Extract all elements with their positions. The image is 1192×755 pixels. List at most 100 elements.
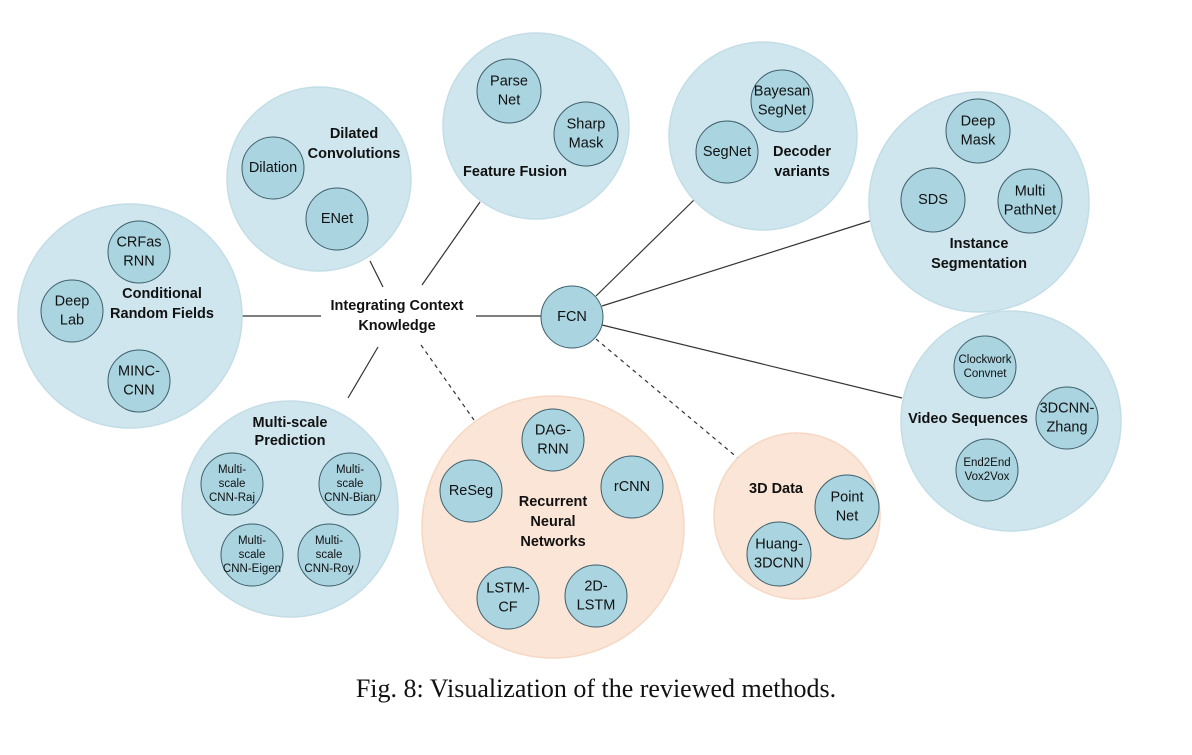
method-label-multiscale-1-line: CNN-Bian [324, 492, 376, 504]
method-node-crf-2 [107, 349, 171, 413]
method-node-video-0 [953, 335, 1017, 399]
group-circle-crf [17, 203, 243, 429]
group-label-multiscale-line: Multi-scale [253, 415, 328, 431]
group-label-multiscale-line: Prediction [255, 433, 326, 449]
line-ick-rnn [420, 344, 475, 421]
method-label-data3d-0-line: Point [830, 489, 863, 505]
method-label-video-2-line: End2End [963, 457, 1010, 469]
method-label-instance-0-line: Deep [961, 113, 996, 129]
group-label-fusion: Feature Fusion [463, 164, 567, 180]
method-node-rnn-2 [600, 455, 664, 519]
line-ick-fusion [421, 201, 481, 286]
method-node-instance-2 [997, 168, 1063, 234]
method-label-multiscale-0-line: scale [219, 478, 246, 490]
method-node-video-1 [1035, 386, 1099, 450]
method-label-rnn-4-line: 2D- [584, 578, 608, 594]
method-node-decoder-1 [695, 120, 759, 184]
method-label-video-1-line: 3DCNN- [1040, 400, 1095, 416]
method-label-multiscale-0-line: Multi- [218, 464, 246, 476]
method-label-multiscale-2-line: scale [239, 549, 266, 561]
method-label-video-0-line: Clockwork [958, 354, 1011, 366]
method-label-dilated-0-line: Dilation [249, 160, 297, 176]
method-label-multiscale-1-line: scale [337, 478, 364, 490]
method-node-instance-0 [945, 98, 1011, 164]
method-label-crf-0-line: Deep [55, 293, 90, 309]
method-label-decoder-1: SegNet [703, 144, 751, 160]
method-node-rnn-3 [476, 566, 540, 630]
method-label-multiscale-2-line: CNN-Eigen [223, 563, 281, 575]
method-label-crf-2-line: MINC- [118, 363, 160, 379]
hub-fcn-node [540, 285, 604, 349]
method-label-dilated-1: ENet [321, 211, 353, 227]
hub-fcn-label-line: FCN [557, 309, 587, 325]
line-fcn-instance [601, 219, 874, 307]
method-node-rnn-0 [521, 408, 585, 472]
group-label-crf-line: Random Fields [110, 306, 214, 322]
method-label-rnn-1-line: ReSeg [449, 483, 493, 499]
method-label-data3d-1-line: 3DCNN [754, 555, 804, 571]
line-fcn-3d [595, 338, 740, 460]
method-node-fusion-0 [476, 58, 542, 124]
method-label-crf-2: MINC-CNN [118, 363, 160, 398]
method-label-decoder-0-line: SegNet [758, 102, 806, 118]
group-circle-decoder [668, 41, 858, 231]
method-node-multiscale-1 [318, 452, 382, 516]
hub-ick-label-line: Integrating Context [331, 298, 464, 314]
group-label-video-line: Video Sequences [908, 411, 1028, 427]
method-label-multiscale-2-line: Multi- [238, 535, 266, 547]
method-label-crf-1-line: RNN [123, 253, 154, 269]
connector-lines [237, 197, 903, 460]
method-label-fusion-1-line: Sharp [567, 116, 606, 132]
method-label-fusion-0-line: Parse [490, 73, 528, 89]
method-label-fusion-1-line: Mask [569, 135, 604, 151]
method-label-instance-0-line: Mask [961, 132, 996, 148]
method-node-rnn-1 [439, 459, 503, 523]
method-label-rnn-0: DAG-RNN [535, 422, 571, 457]
method-node-decoder-0 [750, 69, 814, 133]
method-label-data3d-1: Huang-3DCNN [754, 536, 804, 571]
method-node-rnn-4 [564, 564, 628, 628]
method-label-instance-1: SDS [918, 192, 948, 208]
group-circle-instance [868, 91, 1090, 313]
method-node-dilated-1 [305, 187, 369, 251]
group-label-fusion-line: Feature Fusion [463, 164, 567, 180]
group-label-rnn-line: Networks [520, 534, 585, 550]
method-label-dilated-1-line: ENet [321, 211, 353, 227]
group-label-video: Video Sequences [908, 411, 1028, 427]
group-label-rnn-line: Neural [530, 514, 575, 530]
hub-ick-label-line: Knowledge [358, 318, 435, 334]
line-fcn-decoder [595, 197, 697, 297]
method-label-rnn-3: LSTM-CF [486, 580, 530, 615]
method-label-rnn-0-line: DAG- [535, 422, 571, 438]
group-label-instance-line: Segmentation [931, 256, 1027, 272]
method-label-rnn-1: ReSeg [449, 483, 493, 499]
group-label-dilated-line: Convolutions [308, 146, 401, 162]
method-label-video-1-line: Zhang [1046, 419, 1087, 435]
method-node-crf-0 [40, 279, 104, 343]
method-node-multiscale-2 [220, 523, 284, 587]
line-ick-dilated [369, 260, 384, 288]
method-label-instance-1-line: SDS [918, 192, 948, 208]
method-node-multiscale-0 [200, 452, 264, 516]
